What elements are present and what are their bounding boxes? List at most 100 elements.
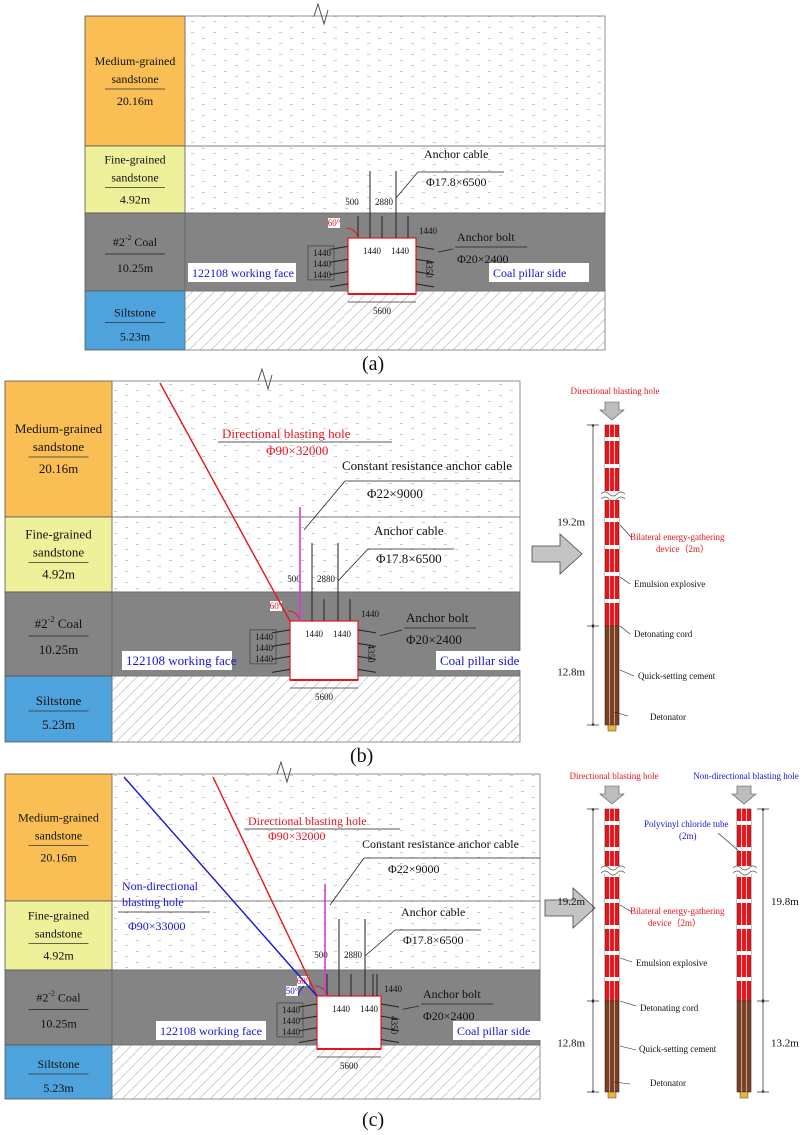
dim-1440-rib: 1440 xyxy=(255,632,274,642)
detonator-cap xyxy=(739,1091,749,1099)
non-directional-label-l2: blasting hole xyxy=(122,895,184,909)
rib-bolt-right xyxy=(415,271,435,276)
siltstone-stratum xyxy=(184,290,606,351)
siltstone-name: Siltstone xyxy=(36,693,82,708)
dim-500: 500 xyxy=(287,574,301,584)
coal-name-tail: Coal xyxy=(55,616,83,631)
anchor-cable-callout xyxy=(364,929,396,957)
pillar-side-label: Coal pillar side xyxy=(493,266,566,280)
rib-bolt-left xyxy=(329,245,349,250)
angle-60-label: 60° xyxy=(270,601,283,611)
rib-bolt-left xyxy=(298,1027,318,1032)
panel-label-a: (a) xyxy=(362,353,384,375)
panel-a: Medium-grainedsandstone20.16mFine-graine… xyxy=(84,2,606,351)
pillar-side-box xyxy=(489,263,589,282)
explosive-gap xyxy=(605,464,619,468)
column-break-line xyxy=(600,870,626,876)
anchor-cable-spec: Φ17.8×6500 xyxy=(403,933,464,947)
anchor-cable-spec: Φ17.8×6500 xyxy=(426,175,487,189)
anchor-bolt-spec: Φ20×2400 xyxy=(406,632,462,647)
explosive-gap xyxy=(737,847,751,851)
dim-1440-roof-left: 1440 xyxy=(305,629,324,639)
cord-callout xyxy=(619,625,631,635)
explosive-gap xyxy=(605,899,619,903)
fine-sandstone-thickness: 4.92m xyxy=(120,193,151,207)
layer-fine-sandstone-label-block xyxy=(4,516,113,593)
anchor-cable-label: Anchor cable xyxy=(374,523,444,538)
dim-5600: 5600 xyxy=(373,306,392,316)
cord-label: Detonating cord xyxy=(640,1003,699,1013)
working-face-box xyxy=(122,651,232,670)
detonator-cap xyxy=(607,1091,617,1099)
length-cement-label: 12.8m xyxy=(557,1038,585,1050)
explosive-gap xyxy=(737,899,751,903)
siltstone-thickness: 5.23m xyxy=(42,717,75,732)
siltstone-name: Siltstone xyxy=(114,306,156,320)
anchor-cable-callout xyxy=(395,171,419,199)
fine-sandstone-stratum xyxy=(111,516,521,593)
coal-name-tail: Coal xyxy=(131,235,157,249)
dim-4350: 4350 xyxy=(389,1016,399,1035)
emulsion-label: Emulsion explosive xyxy=(636,958,707,968)
explosive-gap xyxy=(737,977,751,981)
dim-1440-roof-left: 1440 xyxy=(363,246,382,256)
const-cable-label: Constant resistance anchor cable xyxy=(362,837,519,851)
coal-name-main: #2 xyxy=(35,616,48,631)
angle-label-bg xyxy=(270,601,282,611)
rib-bolt-left xyxy=(298,1038,318,1043)
cement-section xyxy=(604,625,620,726)
dim-5600: 5600 xyxy=(315,692,334,702)
const-cable-callout xyxy=(303,480,346,531)
rib-bolt-right xyxy=(380,1027,400,1032)
dim-2880: 2880 xyxy=(344,950,363,960)
explosive-gap xyxy=(737,925,751,929)
charge-section xyxy=(604,808,620,1002)
layer-siltstone-label-block xyxy=(84,290,186,351)
explosive-gap xyxy=(737,821,751,825)
explosive-gap xyxy=(605,977,619,981)
dim-1440-rib: 1440 xyxy=(313,270,332,280)
fine-sandstone-name-line1: Fine-grained xyxy=(104,153,165,167)
anchor-bolt-callout xyxy=(402,1005,420,1010)
medium-sandstone-name-line1: Medium-grained xyxy=(15,421,103,436)
charge-structure-b: Directional blasting hole19.2m12.8mBilat… xyxy=(531,386,725,732)
transition-arrow xyxy=(531,533,583,575)
dim-1440-rib: 1440 xyxy=(282,1016,301,1026)
pillar-side-box xyxy=(436,651,536,670)
angle-50-label: 50° xyxy=(286,986,299,996)
hole-top-arrow xyxy=(731,785,757,805)
rib-bolt-right xyxy=(415,258,435,263)
anchor-bolt-spec: Φ20×2400 xyxy=(457,252,509,266)
medium-sandstone-name-line1: Medium-grained xyxy=(18,811,99,825)
coal-thickness: 10.25m xyxy=(39,642,78,657)
length-cement-label: 12.8m xyxy=(557,667,585,679)
angle-arc xyxy=(345,227,359,239)
dim-1440-rib: 1440 xyxy=(313,248,332,258)
explosive-gap xyxy=(605,951,619,955)
coal-name: #2-2 Coal xyxy=(36,989,81,1005)
medium-sandstone-stratum xyxy=(111,380,521,518)
column-break-line xyxy=(600,491,626,497)
bilateral-label-l1: Bilateral energy-gathering xyxy=(630,906,725,916)
bilateral-label-l1: Bilateral energy-gathering xyxy=(630,532,725,542)
coal-name: #2-2 Coal xyxy=(113,233,158,249)
angle-label-bg xyxy=(328,218,340,228)
coal-name-sup: -2 xyxy=(125,233,132,242)
explosive-gap xyxy=(605,821,619,825)
anchor-cable-label: Anchor cable xyxy=(424,147,488,161)
coal-thickness: 10.25m xyxy=(40,1017,77,1031)
rib-dim-box xyxy=(307,245,335,281)
panel-c: Medium-grainedsandstone20.16mFine-graine… xyxy=(4,760,553,1100)
hole-top-arrow xyxy=(599,401,625,421)
fine-sandstone-name-line2: sandstone xyxy=(111,171,158,185)
directional-hole-spec: Φ90×32000 xyxy=(266,443,328,458)
explosive-gap xyxy=(605,518,619,522)
angle-arc-50 xyxy=(297,985,305,997)
working-face-box xyxy=(156,1021,266,1040)
explosive-gap xyxy=(605,599,619,603)
layer-fine-sandstone-label-block xyxy=(4,900,113,971)
coal-name-sup: -2 xyxy=(48,989,55,998)
dim-5600: 5600 xyxy=(340,1061,359,1071)
dim-500: 500 xyxy=(314,950,328,960)
